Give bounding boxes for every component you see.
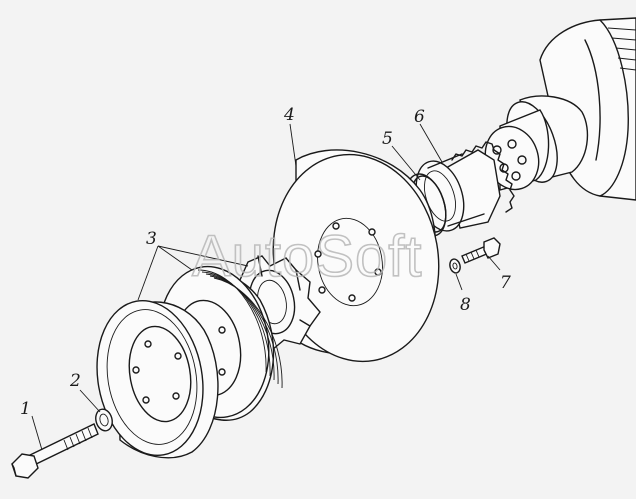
callout-4: 4 bbox=[283, 105, 295, 125]
small-bolt bbox=[461, 237, 501, 264]
front-pulley bbox=[96, 299, 219, 459]
callout-8: 8 bbox=[460, 295, 471, 315]
bolt bbox=[11, 423, 99, 479]
callout-1: 1 bbox=[20, 399, 31, 419]
callout-5: 5 bbox=[382, 129, 393, 149]
washer bbox=[95, 408, 113, 432]
callout-2: 2 bbox=[69, 371, 81, 391]
crankshaft bbox=[484, 17, 636, 201]
watermark: AutoSoft bbox=[192, 224, 422, 289]
small-washer bbox=[449, 258, 461, 274]
leader-lines bbox=[31, 123, 501, 451]
callout-6: 6 bbox=[414, 107, 425, 127]
callout-7: 7 bbox=[500, 273, 511, 293]
callouts: 1 2 3 4 5 6 7 8 bbox=[20, 105, 511, 419]
callout-3: 3 bbox=[146, 229, 157, 249]
